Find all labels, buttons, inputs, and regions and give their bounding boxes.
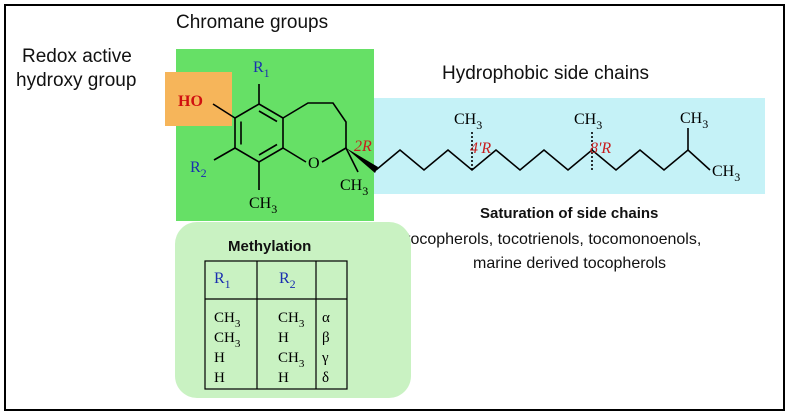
chromane-groups-label: Chromane groups <box>176 12 329 33</box>
table-cell-r1: H <box>214 370 225 386</box>
stereo-2r-label: 2R <box>354 138 372 155</box>
table-cell-r2: CH3 <box>278 350 305 370</box>
methylation-title: Methylation <box>228 238 311 255</box>
side-chain-highlight <box>350 98 765 194</box>
c2-methyl-label: CH3 <box>340 177 368 198</box>
ring-oxygen-label: O <box>308 155 320 172</box>
aryl-methyl-label: CH3 <box>249 195 277 216</box>
methyl-8r-label: CH3 <box>574 111 602 132</box>
table-cell-form: γ <box>321 350 329 366</box>
stereo-8r-label: 8'R <box>590 140 611 157</box>
saturation-title: Saturation of side chains <box>480 205 659 222</box>
table-cell-form: β <box>322 330 330 346</box>
table-row: CH3 CH3 α <box>214 310 330 330</box>
hydrophobic-side-chains-label: Hydrophobic side chains <box>442 63 650 84</box>
table-row: CH3 H β <box>214 330 330 350</box>
table-row: H CH3 γ <box>214 350 329 370</box>
stereo-4r-label: 4'R <box>470 140 491 157</box>
redox-label-line1: Redox active <box>22 46 132 67</box>
terminal-methyl-top-label: CH3 <box>680 110 708 131</box>
table-cell-r2: CH3 <box>278 310 305 330</box>
table-cell-r1: CH3 <box>214 330 241 350</box>
redox-label-line2: hydroxy group <box>16 70 137 91</box>
table-cell-r1: CH3 <box>214 310 241 330</box>
methylation-box <box>175 222 411 398</box>
table-cell-form: α <box>322 310 330 326</box>
methyl-4r-label: CH3 <box>454 111 482 132</box>
terminal-methyl-bottom-label: CH3 <box>712 163 740 184</box>
saturation-line2: marine derived tocopherols <box>473 255 666 272</box>
table-cell-r2: H <box>278 370 289 386</box>
methylation-table <box>204 260 348 390</box>
table-row: H H δ <box>214 370 329 386</box>
hydroxy-highlight <box>165 72 232 126</box>
aromatic-ring <box>212 84 711 190</box>
r1-label: R1 <box>253 59 270 80</box>
ho-label: HO <box>178 93 203 110</box>
table-header-r1: R1 <box>214 270 231 291</box>
table-cell-r2: H <box>278 330 289 346</box>
saturation-line1: tocopherols, tocotrienols, tocomonoenols… <box>406 231 702 248</box>
table-cell-r1: H <box>214 350 225 366</box>
table-header-r2: R2 <box>279 270 296 291</box>
wedge-bond <box>346 148 378 173</box>
r2-label: R2 <box>190 159 207 180</box>
figure-frame <box>4 4 785 411</box>
table-cell-form: δ <box>322 370 329 386</box>
